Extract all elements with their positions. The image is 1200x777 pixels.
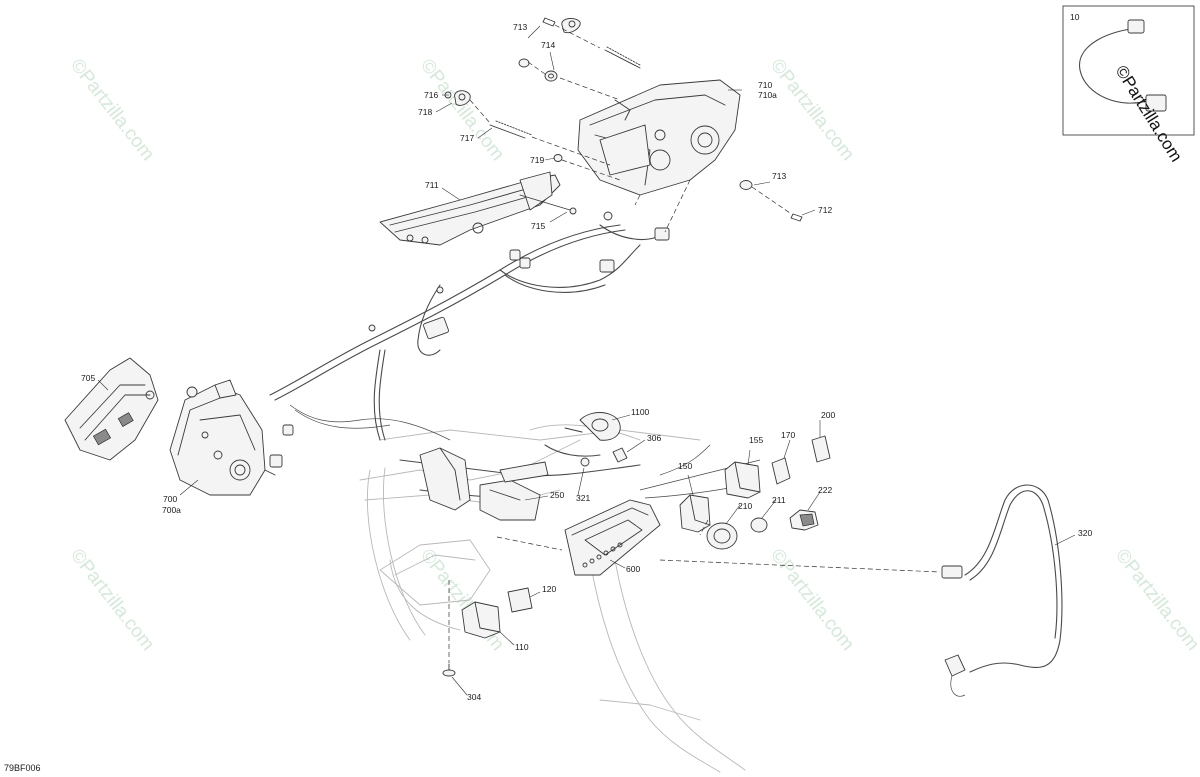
part-110-switch [461, 601, 501, 639]
part-713-screw-upper [542, 17, 581, 34]
watermark-text: ©Partzilla.com [766, 545, 858, 655]
label-715: 715 [531, 221, 545, 231]
lower-left-module [379, 539, 491, 606]
part-304-screw [442, 663, 456, 677]
watermark-text: ©Partzilla.com [766, 55, 858, 165]
part-719-nut [553, 154, 563, 162]
label-321: 321 [576, 493, 590, 503]
drawing-code: 79BF006 [4, 763, 41, 773]
watermark-text: ©Partzilla.com [66, 545, 158, 655]
part-200-switch-cap [811, 435, 831, 463]
assembly-dashed-lines [448, 24, 941, 663]
label-211: 211 [772, 495, 786, 505]
watermark-text: ©Partzilla.com [1111, 545, 1200, 655]
part-700-headlight-housing [169, 379, 294, 496]
inset-label: 10 [1070, 12, 1080, 22]
label-110: 110 [515, 642, 529, 652]
part-211-nut [750, 517, 768, 533]
part-306-connector [612, 447, 628, 463]
label-718: 718 [418, 107, 432, 117]
callout-leaders [97, 25, 1076, 696]
label-700a: 700a [162, 505, 181, 515]
label-320: 320 [1078, 528, 1092, 538]
label-710a: 710a [758, 90, 777, 100]
label-712: 712 [818, 205, 832, 215]
vehicle-frame-outline [359, 424, 746, 773]
label-170: 170 [781, 430, 795, 440]
label-716: 716 [424, 90, 438, 100]
part-710-headlight-housing [577, 79, 741, 196]
part-250-bracket [419, 447, 549, 521]
label-700: 700 [163, 494, 177, 504]
part-1100-power-outlet [564, 412, 621, 441]
part-222-key [789, 509, 819, 531]
part-705-headlight-bracket [64, 357, 159, 461]
label-713-right: 713 [772, 171, 786, 181]
label-155: 155 [749, 435, 763, 445]
label-222: 222 [818, 485, 832, 495]
label-719: 719 [530, 155, 544, 165]
part-717-bolt [489, 46, 641, 139]
label-210: 210 [738, 501, 752, 511]
label-304: 304 [467, 692, 481, 702]
part-711-mounting-bracket [379, 171, 577, 246]
part-321-connector [580, 457, 590, 467]
label-250: 250 [550, 490, 564, 500]
part-170-switch-cap [771, 457, 791, 485]
callout-labels: 713 714 716 718 717 710 710a 719 711 713… [81, 22, 1092, 702]
part-320-extension-harness [941, 484, 1063, 697]
label-200: 200 [821, 410, 835, 420]
part-716-718-clip [444, 90, 471, 106]
label-120: 120 [542, 584, 556, 594]
label-713: 713 [513, 22, 527, 32]
part-150-switch [679, 494, 711, 533]
label-600: 600 [626, 564, 640, 574]
part-120-switch-cap [507, 587, 533, 613]
label-714: 714 [541, 40, 555, 50]
part-210-ignition-switch [706, 522, 738, 550]
watermark-text: ©Partzilla.com [416, 545, 508, 655]
part-155-switch [724, 461, 761, 499]
upper-harness-wiring [269, 211, 670, 441]
label-717: 717 [460, 133, 474, 143]
label-306: 306 [647, 433, 661, 443]
label-1100: 1100 [631, 407, 650, 417]
part-713-712-screw-right [739, 180, 803, 222]
part-600-display-cluster [564, 499, 661, 576]
inset-box-part-10: 10 ©Partzilla.com [1062, 5, 1195, 165]
watermark-text: ©Partzilla.com [66, 55, 158, 165]
label-705: 705 [81, 373, 95, 383]
part-714-washer [518, 58, 558, 82]
label-711: 711 [425, 180, 439, 190]
label-710: 710 [758, 80, 772, 90]
label-150: 150 [678, 461, 692, 471]
